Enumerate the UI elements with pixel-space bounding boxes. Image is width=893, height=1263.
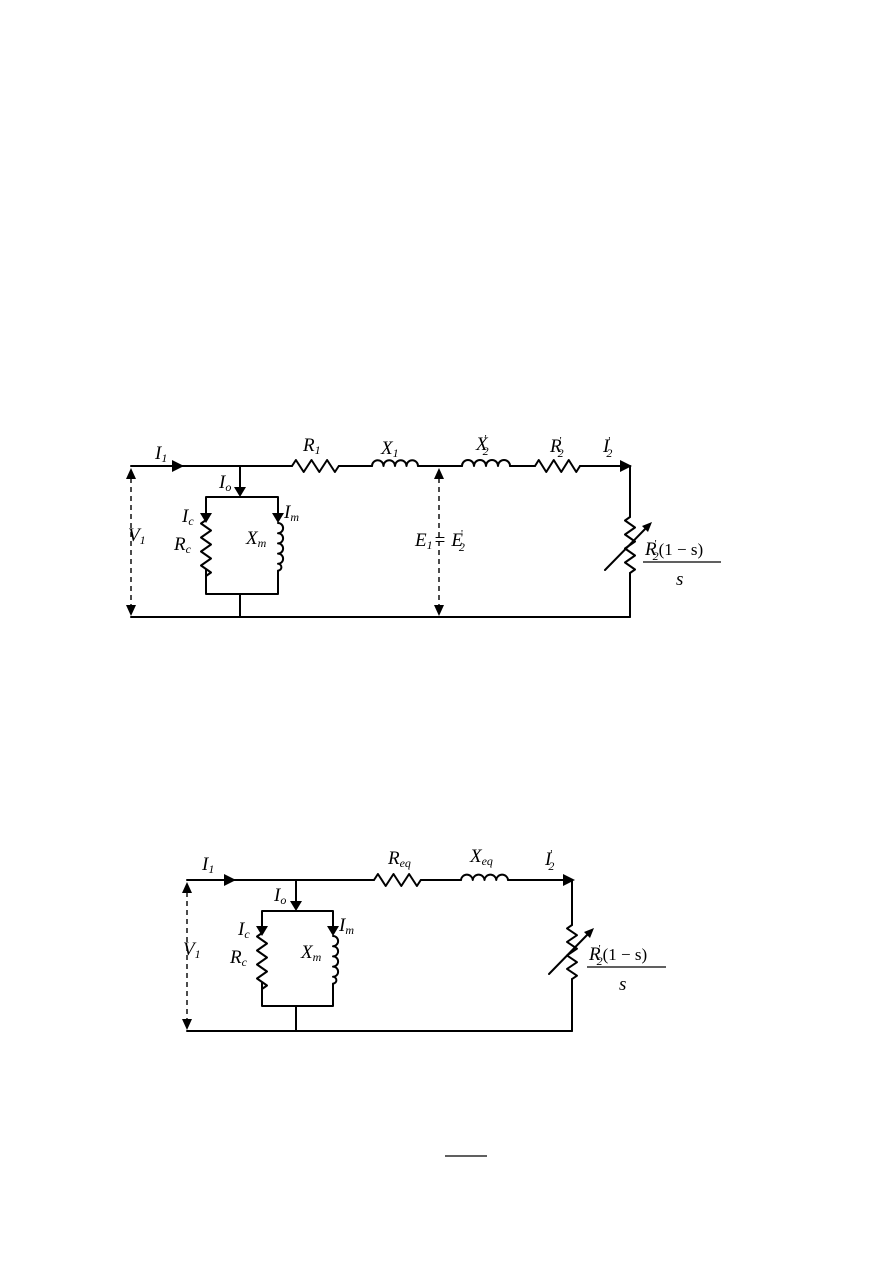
i2p-arrowhead-2 bbox=[563, 874, 575, 886]
label-i1: I1 bbox=[154, 443, 167, 465]
label-v1-2: V1 bbox=[183, 939, 201, 961]
label-i2-prime-2: I'2 bbox=[544, 848, 554, 873]
exact-equivalent-circuit bbox=[126, 459, 652, 618]
shunt-branch-wire bbox=[205, 465, 279, 618]
x1-inductor bbox=[371, 459, 419, 467]
rc-resistor-2 bbox=[256, 932, 268, 990]
io-arrowhead-2 bbox=[290, 901, 302, 911]
load-variable-arrowhead bbox=[642, 522, 652, 532]
label-io: Io bbox=[218, 472, 231, 494]
x2-prime-inductor bbox=[461, 459, 511, 467]
label-ic-2: Ic bbox=[237, 919, 250, 941]
req-resistor bbox=[373, 873, 422, 887]
xm-inductor bbox=[277, 522, 285, 572]
e1-arrow-bottom bbox=[434, 605, 444, 616]
label-r2-prime: R'2 bbox=[549, 435, 564, 460]
label-x2-prime: X'2 bbox=[475, 433, 489, 458]
im-arrowhead-2 bbox=[327, 926, 339, 936]
r1-resistor bbox=[291, 459, 340, 473]
label-r1: R1 bbox=[302, 435, 321, 457]
rc-resistor bbox=[200, 519, 212, 577]
label-i2-prime: I'2 bbox=[602, 435, 612, 460]
io-arrowhead bbox=[234, 487, 246, 497]
ic-arrowhead-2 bbox=[256, 926, 268, 936]
label-v1: V1 bbox=[128, 525, 146, 547]
load-numerator: R'2(1 − s) bbox=[644, 538, 703, 563]
load-variable-arrow bbox=[604, 526, 648, 571]
v1-arrow-top-2 bbox=[182, 882, 192, 893]
load-denominator: s bbox=[676, 569, 683, 590]
label-im-2: Im bbox=[338, 915, 354, 937]
approximate-equivalent-circuit bbox=[182, 873, 594, 1032]
r2-prime-resistor bbox=[534, 459, 581, 473]
label-xm-2: Xm bbox=[300, 942, 322, 964]
i2p-arrowhead bbox=[620, 460, 632, 472]
label-rc: Rc bbox=[173, 534, 192, 556]
label-x1: X1 bbox=[380, 438, 399, 460]
ic-arrowhead bbox=[200, 513, 212, 523]
label-io-2: Io bbox=[273, 885, 286, 907]
shunt-branch-wire-2 bbox=[261, 879, 334, 1032]
xm-inductor-2 bbox=[332, 935, 340, 985]
i1-arrowhead-2 bbox=[224, 874, 236, 886]
label-im: Im bbox=[283, 502, 299, 524]
label-xeq: Xeq bbox=[469, 846, 493, 868]
label-emf: E1=E'2 bbox=[414, 528, 465, 554]
load-resistor-2 bbox=[566, 924, 578, 981]
label-req: Req bbox=[387, 848, 411, 870]
im-arrowhead bbox=[272, 513, 284, 523]
load-denominator-2: s bbox=[619, 974, 626, 995]
label-i1-2: I1 bbox=[201, 854, 214, 876]
load-label-circuit1: R'2(1 − s) s bbox=[643, 538, 721, 590]
i1-arrowhead bbox=[172, 460, 184, 472]
load-variable-arrowhead-2 bbox=[584, 928, 594, 938]
load-variable-arrow-2 bbox=[548, 932, 590, 975]
load-numerator-2: R'2(1 − s) bbox=[588, 943, 647, 968]
label-ic: Ic bbox=[181, 506, 194, 528]
load-label-circuit2: R'2(1 − s) s bbox=[587, 943, 666, 995]
label-rc-2: Rc bbox=[229, 947, 248, 969]
v1-arrow-bottom bbox=[126, 605, 136, 616]
v1-arrow-bottom-2 bbox=[182, 1019, 192, 1030]
v1-arrow-top bbox=[126, 468, 136, 479]
e1-arrow-top bbox=[434, 468, 444, 479]
xeq-inductor bbox=[460, 873, 509, 881]
label-xm: Xm bbox=[245, 528, 267, 550]
